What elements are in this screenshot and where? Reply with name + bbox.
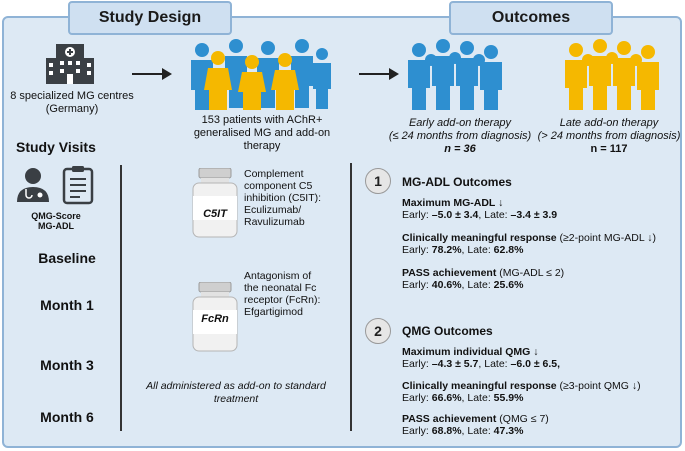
mg-adl-item: PASS achievement (MG-ADL ≤ 2) Early: 40.… <box>402 267 677 291</box>
early-group-line2: (≤ 24 months from diagnosis) <box>388 130 532 142</box>
fcrn-desc-line: Efgartigimod <box>244 306 303 318</box>
c5it-desc-line: Ravulizumab <box>244 216 305 228</box>
early-label: Early: <box>402 244 432 256</box>
late-value: 25.6% <box>493 279 524 291</box>
visit-month-3: Month 3 <box>40 357 94 373</box>
early-label: Early: <box>402 209 432 221</box>
early-group-crowd-icon <box>408 39 502 110</box>
mg-adl-item: Maximum MG-ADL ↓ Early: –5.0 ± 3.4, Late… <box>402 197 677 221</box>
c5it-desc-line: Eculizumab/ <box>244 204 302 216</box>
late-value: 62.8% <box>493 244 524 256</box>
qmg-title: QMG Outcomes <box>402 324 493 338</box>
late-value: 47.3% <box>493 425 524 437</box>
centres-line2: (Germany) <box>45 103 99 115</box>
late-label: , Late: <box>478 209 511 221</box>
qmg-number-badge: 2 <box>365 318 391 344</box>
late-label: , Late: <box>461 244 494 256</box>
therapies-note: All administered as add-on to standard t… <box>124 380 348 406</box>
fcrn-desc-line: the neonatal Fc <box>244 282 317 294</box>
column-divider <box>350 163 352 431</box>
fcrn-desc-line: Antagonism of <box>244 270 312 282</box>
outcome-title: Maximum MG-ADL ↓ <box>402 197 504 209</box>
mg-adl-number-badge: 1 <box>365 168 391 194</box>
outcome-title: Clinically meaningful response <box>402 380 557 392</box>
outcome-title: Maximum individual QMG ↓ <box>402 346 539 358</box>
early-value: 78.2% <box>431 244 462 256</box>
arrow-right-icon <box>359 68 399 80</box>
early-value: –4.3 ± 5.7 <box>431 358 479 370</box>
early-value: 66.6% <box>431 392 462 404</box>
visit-baseline: Baseline <box>38 250 96 266</box>
outcome-title: Clinically meaningful response <box>402 232 557 244</box>
outcome-title: PASS achievement <box>402 413 497 425</box>
scores-line2: MG-ADL <box>38 221 74 231</box>
timeline-divider <box>120 165 122 431</box>
study-design-header: Study Design <box>68 1 232 35</box>
c5it-description: Complement component C5 inhibition (C5IT… <box>244 168 321 228</box>
fcrn-desc-line: receptor (FcRn): <box>244 294 321 306</box>
qmg-item: PASS achievement (QMG ≤ 7) Early: 68.8%,… <box>402 413 677 437</box>
patients-text: 153 patients with AChR+ generalised MG a… <box>176 114 348 153</box>
hospital-icon <box>46 44 94 84</box>
late-value: –6.0 ± 6.5, <box>510 358 561 370</box>
c5it-bottle-icon <box>192 168 238 238</box>
study-visits-title: Study Visits <box>16 139 96 155</box>
c5it-desc-line: inhibition (C5IT): <box>244 192 322 204</box>
early-label: Early: <box>402 392 432 404</box>
patients-crowd-icon <box>191 39 331 110</box>
outcomes-header: Outcomes <box>449 1 613 35</box>
therapies-note-line1: All administered as add-on to standard <box>146 380 326 392</box>
patients-line2: generalised MG and add-on therapy <box>193 127 331 152</box>
outcome-title-rest: (QMG ≤ 7) <box>496 413 549 425</box>
late-label: , Late: <box>478 358 511 370</box>
late-group-n: n = 117 <box>590 143 628 155</box>
outcome-title-rest: (≥3-point QMG ↓) <box>556 380 641 392</box>
visit-month-1: Month 1 <box>40 297 94 313</box>
late-group-crowd-icon <box>565 39 659 110</box>
mg-adl-title: MG-ADL Outcomes <box>402 175 512 189</box>
doctor-icon <box>17 168 49 202</box>
fcrn-description: Antagonism of the neonatal Fc receptor (… <box>244 270 320 318</box>
centres-line1: 8 specialized MG centres <box>10 90 134 102</box>
late-label: , Late: <box>461 279 494 291</box>
therapies-note-line2: treatment <box>213 393 259 405</box>
fcrn-bottle-label: FcRn <box>201 313 229 325</box>
early-label: Early: <box>402 279 432 291</box>
early-group-text: Early add-on therapy (≤ 24 months from d… <box>380 117 540 156</box>
qmg-item: Clinically meaningful response (≥3-point… <box>402 380 677 404</box>
outcome-title-rest: (MG-ADL ≤ 2) <box>496 267 565 279</box>
late-value: –3.4 ± 3.9 <box>510 209 558 221</box>
scores-line1: QMG-Score <box>31 211 81 221</box>
late-group-line2: (> 24 months from diagnosis) <box>537 130 681 142</box>
late-group-line1: Late add-on therapy <box>559 117 659 129</box>
arrow-right-icon <box>132 68 172 80</box>
c5it-desc-line: component C5 <box>244 180 313 192</box>
qmg-item: Maximum individual QMG ↓ Early: –4.3 ± 5… <box>402 346 677 370</box>
mg-adl-item: Clinically meaningful response (≥2-point… <box>402 232 677 256</box>
early-group-line1: Early add-on therapy <box>408 117 512 129</box>
c5it-bottle-label: C5IT <box>203 208 227 220</box>
late-group-text: Late add-on therapy (> 24 months from di… <box>534 117 684 156</box>
outcome-title-rest: (≥2-point MG-ADL ↓) <box>556 232 656 244</box>
early-label: Early: <box>402 425 432 437</box>
c5it-desc-line: Complement <box>244 168 304 180</box>
fcrn-bottle-icon <box>192 282 238 352</box>
visit-month-6: Month 6 <box>40 409 94 425</box>
early-value: 68.8% <box>431 425 462 437</box>
scores-label: QMG-Score MG-ADL <box>10 211 102 231</box>
patients-line1: 153 patients with AChR+ <box>201 114 323 126</box>
early-value: 40.6% <box>431 279 462 291</box>
early-value: –5.0 ± 3.4 <box>431 209 479 221</box>
early-group-n: n = 36 <box>444 143 476 155</box>
late-label: , Late: <box>461 425 494 437</box>
outcome-title: PASS achievement <box>402 267 497 279</box>
late-value: 55.9% <box>493 392 524 404</box>
late-label: , Late: <box>461 392 494 404</box>
clipboard-icon <box>62 166 94 205</box>
centres-text: 8 specialized MG centres (Germany) <box>2 90 142 116</box>
early-label: Early: <box>402 358 432 370</box>
